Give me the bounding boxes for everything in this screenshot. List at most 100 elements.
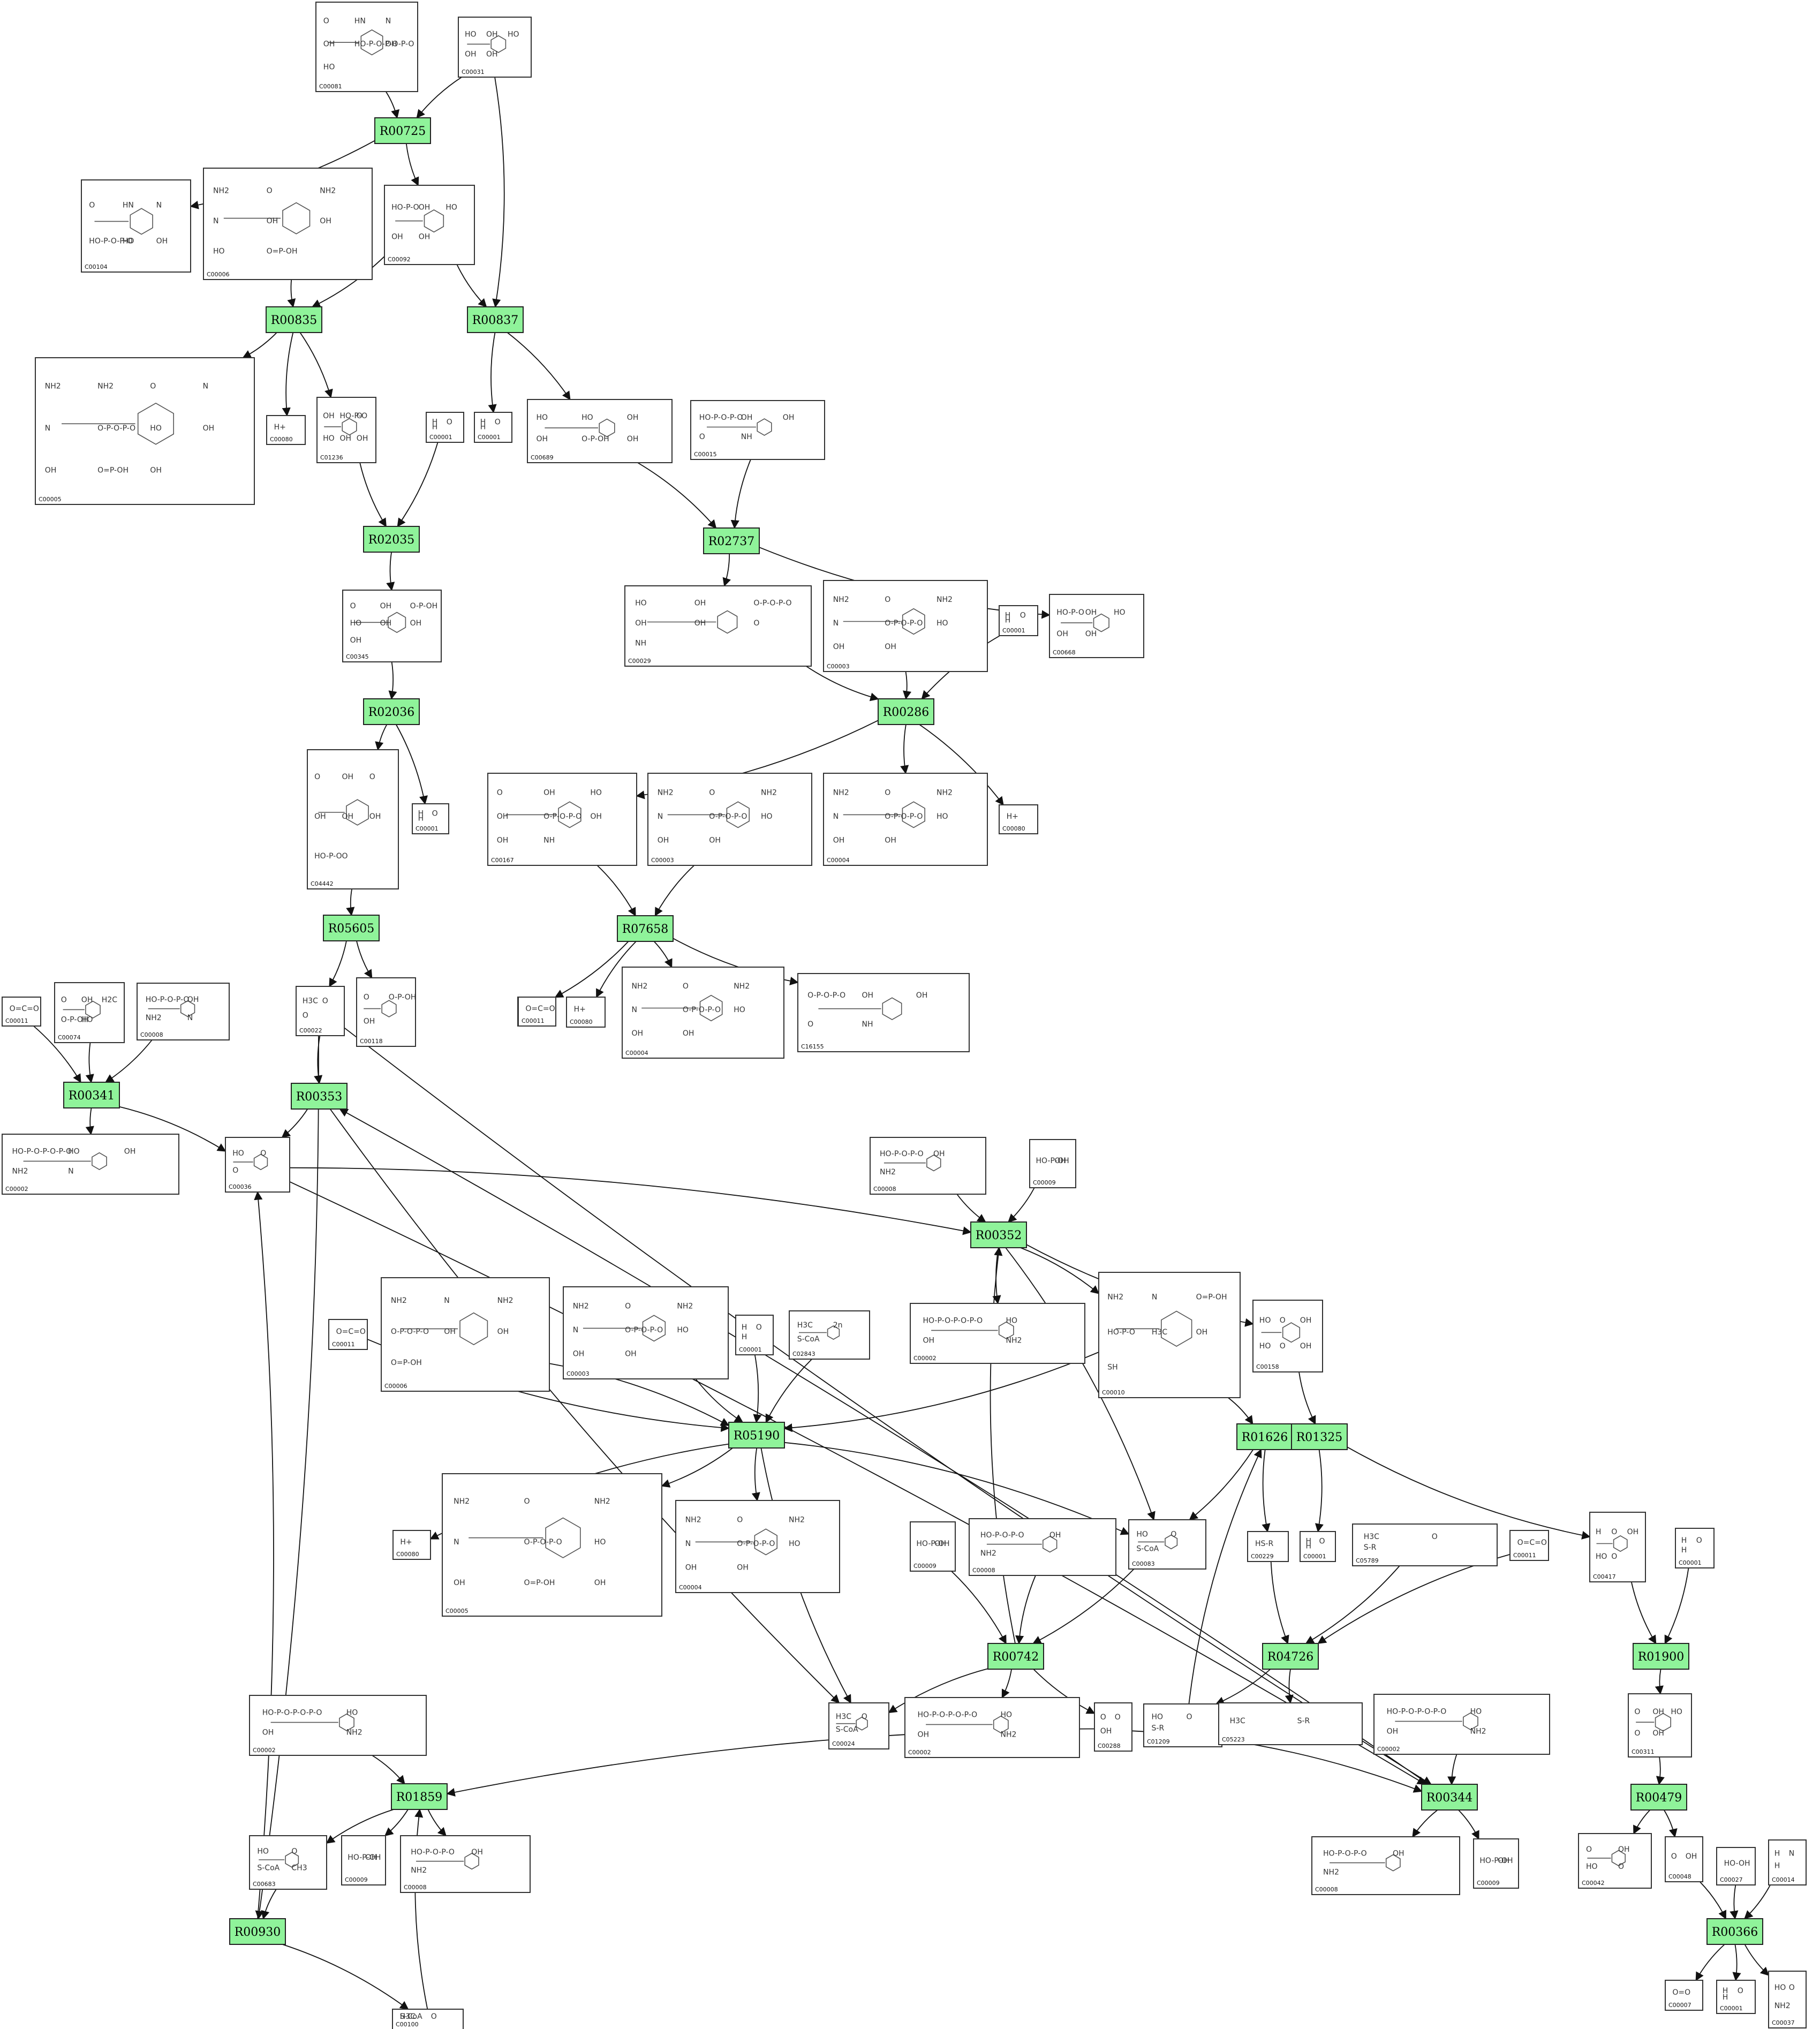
reaction-node-r00837[interactable]: R00837 xyxy=(467,306,524,333)
reaction-node-r05190[interactable]: R05190 xyxy=(728,1422,785,1449)
reaction-node-r04726[interactable]: R04726 xyxy=(1262,1643,1319,1670)
reaction-node-r02035[interactable]: R02035 xyxy=(363,526,420,553)
reaction-node-r00286[interactable]: R00286 xyxy=(878,698,934,725)
reaction-node-r01325[interactable]: R01325 xyxy=(1291,1423,1348,1450)
reaction-node-r07658[interactable]: R07658 xyxy=(617,915,674,942)
reaction-node-r00366[interactable]: R00366 xyxy=(1706,1918,1763,1945)
reaction-node-r00930[interactable]: R00930 xyxy=(229,1918,286,1945)
reaction-node-r00725[interactable]: R00725 xyxy=(374,117,431,144)
reaction-node-r01859[interactable]: R01859 xyxy=(391,1783,448,1810)
reaction-node-r02036[interactable]: R02036 xyxy=(363,698,420,725)
reaction-node-r00353[interactable]: R00353 xyxy=(291,1083,348,1110)
reaction-node-r01900[interactable]: R01900 xyxy=(1633,1643,1689,1670)
compound-c00080b[interactable]: H+C00080 xyxy=(999,804,1038,834)
compound-c00080a[interactable]: H+C00080 xyxy=(266,415,306,445)
reaction-node-r00352[interactable]: R00352 xyxy=(970,1221,1027,1248)
reaction-node-r00742[interactable]: R00742 xyxy=(987,1643,1044,1670)
reaction-node-r00835[interactable]: R00835 xyxy=(266,306,322,333)
reaction-node-r00479[interactable]: R00479 xyxy=(1630,1784,1687,1811)
compound-c00080c[interactable]: H+C00080 xyxy=(566,997,606,1028)
compound-c00080d[interactable]: H+C00080 xyxy=(392,1530,431,1560)
reaction-node-r00341[interactable]: R00341 xyxy=(63,1082,120,1108)
reaction-node-r02737[interactable]: R02737 xyxy=(703,527,760,554)
reaction-node-r00344[interactable]: R00344 xyxy=(1421,1784,1478,1811)
reaction-node-r01626[interactable]: R01626 xyxy=(1236,1423,1293,1450)
reaction-node-r05605[interactable]: R05605 xyxy=(323,915,380,941)
